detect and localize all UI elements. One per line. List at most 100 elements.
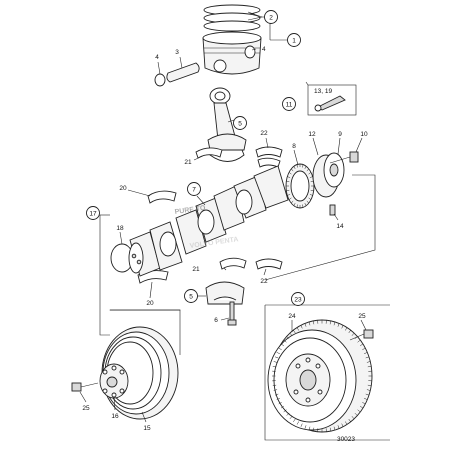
rod-big-end	[207, 133, 247, 151]
gear-tooth	[329, 320, 331, 325]
crank-web-6	[253, 165, 289, 209]
callout-7: 7	[192, 187, 196, 194]
callout-15: 15	[143, 425, 151, 432]
gear-tooth	[354, 412, 358, 416]
callout-4-right: 4	[262, 46, 266, 53]
gear-tooth	[363, 397, 368, 400]
gear-tooth	[302, 204, 304, 208]
gear-tooth	[289, 332, 293, 336]
thrust-washer-20-upper	[147, 190, 177, 204]
gear-tooth	[276, 352, 281, 355]
gear-tooth	[310, 189, 314, 192]
piston-ring-oil	[203, 20, 261, 32]
callout-labels: 2 1 3 4 4 5 11 13, 19 22 21 8 12 9 10 7 …	[82, 10, 368, 443]
gear-tooth	[302, 164, 304, 168]
damper-bolt-25	[71, 382, 82, 392]
gear-tooth	[293, 202, 296, 206]
callout-4-left: 4	[155, 54, 159, 61]
gear-tooth	[306, 200, 309, 204]
connecting-rod	[207, 87, 247, 162]
kit-bracket-crank	[264, 174, 376, 281]
callout-circle-17	[86, 206, 100, 220]
gear-tooth	[308, 172, 312, 175]
gear-tooth	[293, 166, 296, 170]
gear-tooth	[306, 168, 309, 172]
callout-13-19: 13, 19	[314, 88, 332, 95]
callout-25-right: 25	[358, 313, 366, 320]
gear-tooth	[300, 325, 303, 329]
piston-assembly	[154, 4, 262, 87]
gear-tooth	[337, 425, 340, 429]
gear-tooth	[280, 405, 285, 409]
gear-tooth	[333, 321, 336, 326]
gear-tooth	[348, 418, 351, 423]
vibration-damper	[71, 309, 181, 420]
gear-tooth	[337, 323, 340, 327]
rod-bolt-6	[229, 301, 235, 323]
gear-tooth	[357, 409, 361, 413]
kit-bracket-17	[99, 215, 110, 336]
gear-tooth	[362, 402, 366, 405]
circlip-right	[244, 45, 256, 59]
callout-10: 10	[360, 131, 368, 138]
gear-tooth	[351, 416, 355, 420]
callout-20-bottom: 20	[146, 300, 154, 307]
gear-tooth	[345, 421, 348, 425]
flywheel-bolt-25	[363, 329, 374, 339]
gear-tooth	[288, 172, 292, 175]
gear-tooth	[363, 352, 368, 355]
gear-tooth	[286, 412, 290, 416]
callout-12: 12	[308, 131, 316, 138]
gear-tooth	[272, 366, 277, 368]
callout-circle-7	[187, 182, 201, 196]
callout-2: 2	[269, 15, 273, 22]
callout-5-top: 5	[238, 121, 242, 128]
callout-9: 9	[338, 131, 342, 138]
callout-24: 24	[288, 313, 296, 320]
gear-tooth	[296, 164, 298, 168]
rod-bearing-shell-lower-21	[219, 257, 247, 270]
gear-tooth	[367, 384, 372, 386]
gear-tooth	[273, 361, 278, 363]
gear-tooth	[286, 189, 290, 192]
gear-tooth	[278, 402, 282, 405]
callout-11: 11	[286, 102, 293, 109]
key-14	[329, 204, 336, 216]
callout-21-top: 21	[184, 159, 192, 166]
gear-tooth	[313, 427, 315, 432]
callout-18: 18	[116, 225, 124, 232]
gear-tooth	[348, 329, 351, 334]
callout-5-bottom: 5	[189, 294, 193, 301]
gear-tooth	[351, 332, 355, 336]
callout-17: 17	[89, 211, 97, 218]
gear-tooth	[283, 409, 287, 413]
gear-tooth	[287, 176, 291, 179]
callout-14: 14	[336, 223, 344, 230]
callout-22-top: 22	[260, 130, 268, 137]
callout-20-top: 20	[119, 185, 127, 192]
callout-25-left: 25	[82, 405, 90, 412]
gear-tooth	[304, 166, 307, 170]
gear-tooth	[366, 389, 371, 391]
flywheel	[264, 164, 390, 441]
gear-tooth	[274, 356, 279, 359]
gear-tooth	[287, 193, 291, 196]
gear-tooth	[296, 421, 300, 425]
callout-circle-23	[291, 292, 305, 306]
kit-bracket-23	[264, 305, 390, 441]
gear-tooth	[341, 423, 344, 427]
callout-circle-1	[287, 33, 301, 47]
bolt-10	[329, 151, 359, 164]
leader-lines	[79, 11, 367, 423]
gear-tooth	[293, 329, 296, 334]
gear-tooth	[359, 343, 364, 347]
gear-tooth	[313, 320, 315, 325]
crankshaft	[110, 152, 345, 277]
callout-3: 3	[175, 49, 179, 56]
gear-tooth	[362, 347, 366, 351]
rod-bearing-shell-upper-21	[195, 147, 223, 159]
gear-tooth	[274, 393, 279, 396]
main-bearing-shell-upper-22	[255, 146, 283, 158]
main-bearing-shell-lower-22	[255, 258, 283, 270]
callout-16: 16	[111, 413, 119, 420]
